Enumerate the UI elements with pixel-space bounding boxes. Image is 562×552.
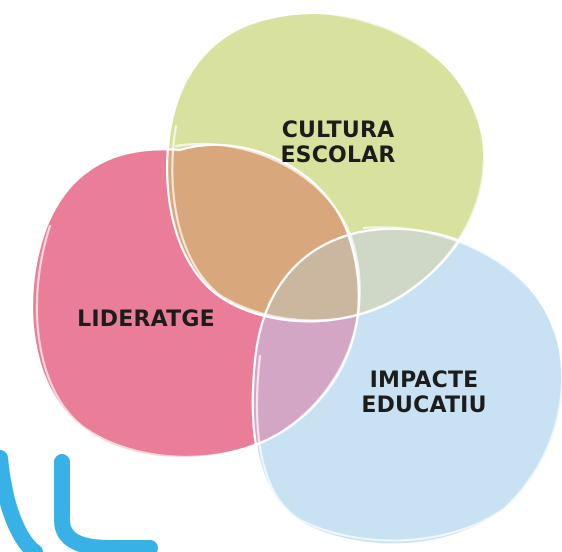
- circle-outlines: [31, 11, 562, 546]
- impacte-educatiu-label: IMPACTE EDUCATIU: [344, 368, 504, 418]
- center-overlap: [252, 228, 359, 322]
- impacte-educatiu-line-2: EDUCATIU: [361, 393, 487, 418]
- lideratge-label: LIDERATGE: [56, 307, 236, 332]
- impacte-educatiu-line-1: IMPACTE: [369, 368, 479, 393]
- lideratge-line-1: LIDERATGE: [77, 307, 215, 332]
- cultura-escolar-label: CULTURA ESCOLAR: [258, 118, 418, 168]
- logo-fragment: [0, 450, 158, 552]
- cultura-escolar-line-1: CULTURA: [281, 118, 395, 143]
- cultura-escolar-line-2: ESCOLAR: [280, 143, 396, 168]
